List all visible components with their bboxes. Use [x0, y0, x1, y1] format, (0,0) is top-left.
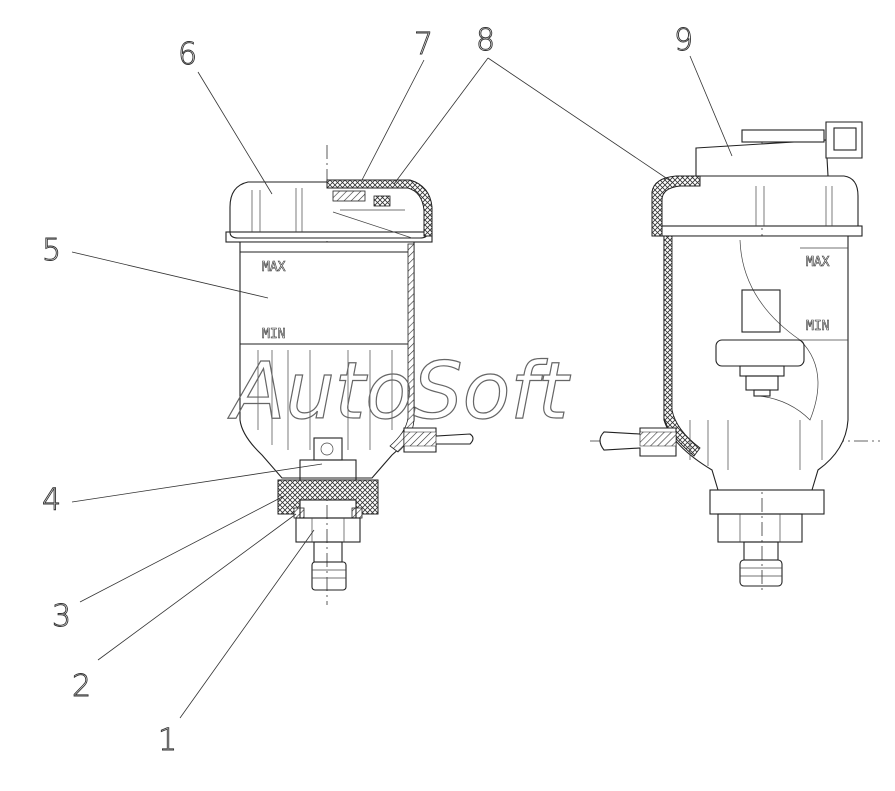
callouts: 6 7 8 9 5 4 3 2 1 [42, 23, 694, 759]
right-max-mark: MAX [806, 255, 830, 270]
callout-1: 1 [158, 723, 177, 758]
right-reservoir: MAX MIN [590, 121, 880, 590]
right-body: MAX MIN [599, 235, 849, 491]
watermark: AutoSoft [227, 347, 571, 437]
callout-3: 3 [52, 599, 71, 634]
left-reservoir: MAX MIN [225, 145, 474, 605]
left-cap [225, 179, 433, 243]
left-min-mark: MIN [262, 327, 285, 342]
leader-lines [71, 55, 733, 719]
callout-8: 8 [476, 23, 495, 58]
right-min-mark: MIN [806, 319, 829, 334]
left-bottom-fitting [277, 437, 379, 591]
right-cap [651, 121, 863, 237]
callout-2: 2 [72, 669, 91, 704]
right-bottom-fitting [709, 489, 825, 587]
callout-6: 6 [178, 37, 197, 72]
callout-5: 5 [42, 233, 61, 268]
callout-7: 7 [414, 27, 433, 62]
left-body: MAX MIN [239, 241, 474, 479]
callout-9: 9 [674, 23, 693, 58]
left-max-mark: MAX [262, 260, 286, 275]
callout-4: 4 [42, 483, 61, 518]
